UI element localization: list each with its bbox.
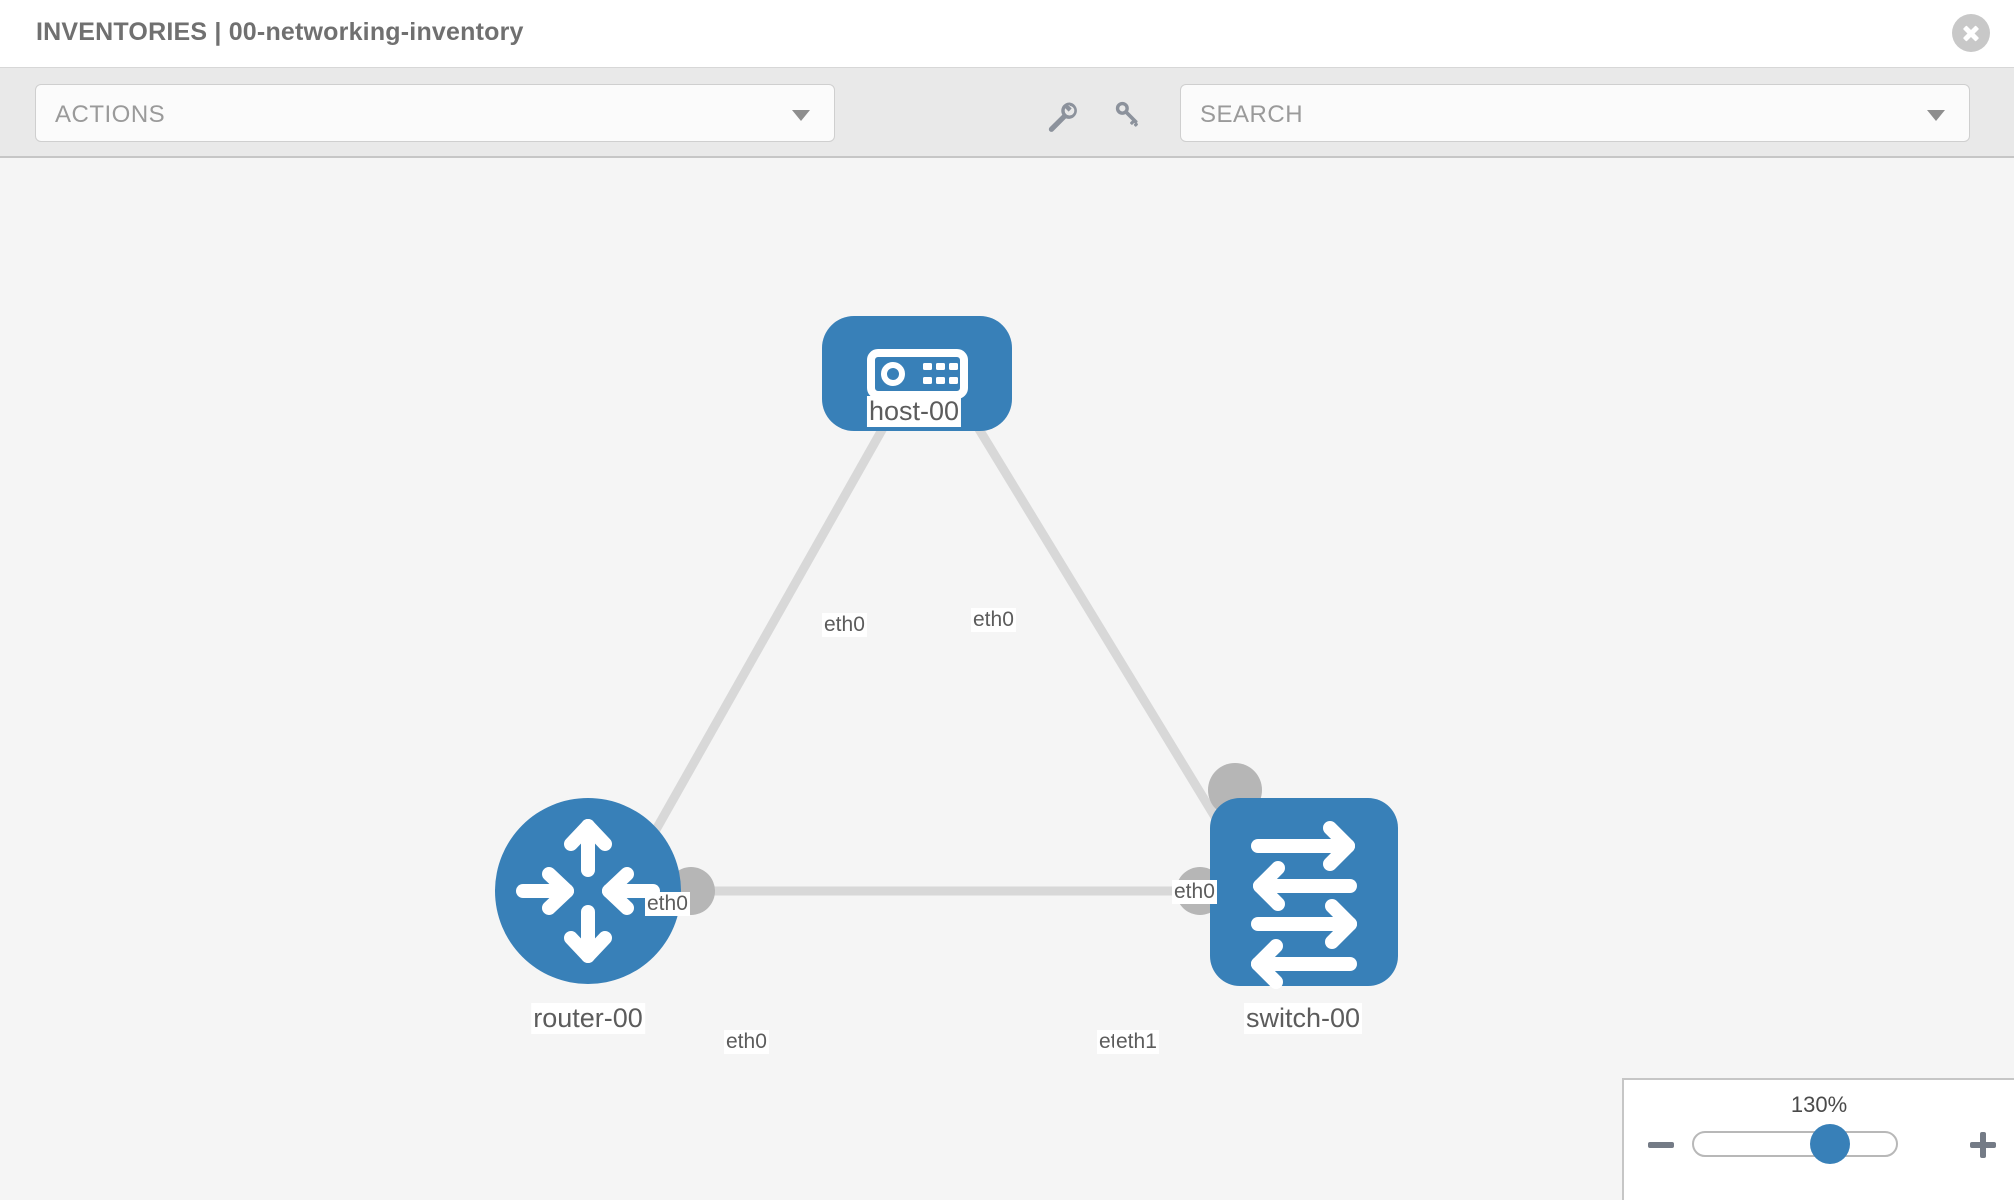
edge-label-switch-up-eth0: eth0 [1172, 880, 1217, 904]
node-label-host-00: host-00 [866, 396, 962, 427]
zoom-control-panel: 130% [1622, 1078, 2014, 1200]
node-label-router-00: router-00 [531, 1003, 645, 1034]
topology-canvas[interactable]: host-00 router-00 switch-00 eth0 eth0 et… [0, 158, 2014, 1200]
plus-icon-vertical [1980, 1132, 1986, 1158]
edge-label-host-left-eth0: eth0 [822, 613, 867, 637]
link-host-switch [956, 395, 1244, 861]
switch-arrows-icon [1251, 821, 1357, 989]
toolbar: ACTIONS SEARCH [0, 68, 2014, 158]
search-input[interactable]: SEARCH [1180, 84, 1970, 142]
edge-label-host-right-eth0: eth0 [971, 608, 1016, 632]
topology-sockets [667, 350, 1262, 915]
zoom-slider[interactable] [1692, 1131, 1898, 1157]
zoom-in-button[interactable] [1968, 1130, 1998, 1160]
node-router-00 [495, 798, 681, 984]
page-header: INVENTORIES | 00-networking-inventory [0, 0, 2014, 68]
zoom-out-button[interactable] [1646, 1130, 1676, 1160]
actions-dropdown-label: ACTIONS [55, 101, 166, 128]
topology-graph [495, 316, 1398, 989]
search-placeholder: SEARCH [1200, 101, 1304, 128]
edge-label-router-up-eth0: eth0 [645, 892, 690, 916]
chevron-down-icon [1927, 110, 1945, 121]
wrench-icon[interactable] [1040, 94, 1080, 134]
close-icon[interactable] [1952, 14, 1990, 52]
router-arrows-icon [516, 819, 660, 963]
zoom-slider-thumb[interactable] [1810, 1124, 1850, 1164]
chevron-down-icon [792, 110, 810, 121]
key-icon[interactable] [1108, 94, 1148, 134]
minus-icon [1648, 1142, 1674, 1148]
edge-label-router-right-eth0: eth0 [724, 1030, 769, 1054]
edge-label-switch-left-eth1: eth1 [1114, 1030, 1159, 1054]
server-icon [867, 349, 968, 399]
link-host-router [636, 395, 904, 861]
actions-dropdown[interactable]: ACTIONS [35, 84, 835, 142]
node-label-switch-00: switch-00 [1243, 1003, 1363, 1034]
zoom-level-value: 130% [1790, 1092, 1848, 1117]
topology-links [636, 395, 1244, 896]
page-title: INVENTORIES | 00-networking-inventory [36, 18, 524, 46]
node-switch-00 [1210, 798, 1398, 989]
